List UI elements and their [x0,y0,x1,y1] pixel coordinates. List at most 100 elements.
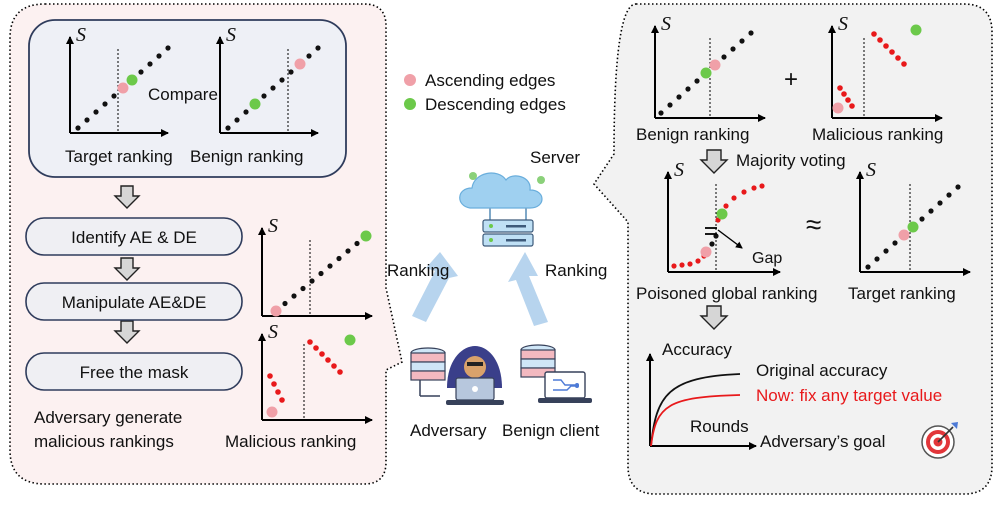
adversary-icon [410,346,504,405]
s-axis-symbol: S [76,24,86,46]
ranking-dot [84,117,90,123]
ranking-dot [275,389,281,395]
ranking-dot [306,53,312,59]
ranking-dot [721,54,727,60]
adversary-caption-line2: malicious rankings [34,432,174,451]
ranking-dot [318,270,324,277]
right-panel [592,3,993,495]
s-axis-symbol: S [268,321,278,343]
ranking-dot [138,69,144,75]
ranking-dot [279,397,285,403]
free-mask-step-box [25,352,243,391]
poisoned-global-ranking-plot: S [664,159,781,276]
ranking-dot [748,30,754,36]
ascending-edge-dot [898,229,910,241]
descending-legend-dot [404,98,416,110]
ranking-dot [225,125,231,131]
benign-client-label: Benign client [502,421,600,440]
ranking-dot [345,248,351,254]
ranking-dot [883,248,889,254]
ranking-dot [288,69,294,75]
ranking-dot [243,109,249,115]
compare-label: Compare [148,85,218,104]
target-ranking-label-right: Target ranking [848,284,956,303]
descending-edge-dot [700,67,712,79]
ranking-dot [291,293,297,299]
ascending-edge-dot [832,102,844,114]
malicious-ranking-label-left: Malicious ranking [225,432,356,451]
s-axis-symbol: S [866,159,876,181]
malicious-ranking-plot-1: S [258,215,373,320]
ranking-dot [282,300,288,307]
ascending-edge-dot [700,246,712,258]
ascending-edge-dot [266,406,278,418]
ranking-dot [946,192,952,198]
ranking-dot [751,185,757,191]
free-mask-step-label: Free the mask [80,363,189,382]
down-arrow [113,185,141,209]
ranking-dot [325,357,331,363]
ranking-dot [319,351,325,357]
ranking-dot [730,46,736,52]
ranking-dot [676,94,682,100]
original-accuracy-label: Original accuracy [756,361,888,380]
ranking-dot [889,49,895,55]
ranking-dot [865,264,871,270]
ranking-dot [695,258,701,264]
s-axis-symbol: S [838,13,848,35]
descending-edge-dot [344,334,356,346]
descending-edge-dot [907,221,919,233]
malicious-ranking-label-right: Malicious ranking [812,125,943,144]
ascending-legend-dot [404,74,416,86]
approx-sign: ≈ [806,209,821,240]
ranking-dot [741,189,747,195]
ranking-dot [892,240,898,246]
ascending-legend-label: Ascending edges [425,71,555,90]
poisoned-global-ranking-label: Poisoned global ranking [636,284,817,303]
ranking-dot [156,53,162,59]
compare-box [28,19,347,178]
ranking-dot [234,117,240,123]
ranking-dot [313,345,319,351]
ranking-dot [919,216,925,222]
adversary-label: Adversary [410,421,487,440]
descending-edge-dot [716,208,728,220]
ranking-dot [93,109,99,115]
down-arrow [113,257,141,281]
benign-ranking-label-right: Benign ranking [636,125,749,144]
ranking-dot [336,255,342,262]
adversary-goal-label: Adversary’s goal [760,432,885,451]
down-arrow [699,305,729,330]
benign-ranking-label-left: Benign ranking [190,147,303,166]
ranking-dot [165,45,171,51]
ranking-dot [261,93,267,99]
ranking-dot [309,278,315,284]
target-ranking-plot: S [66,24,171,137]
ranking-dot [111,93,117,99]
ranking-dot [901,61,907,67]
descending-edge-dot [360,230,372,242]
ranking-dot [331,363,337,369]
s-axis-symbol: S [226,24,236,46]
benign-ranking-plot: S [216,24,321,137]
ranking-dot [759,183,765,189]
ascending-edge-dot [294,58,306,70]
descending-edge-dot [126,74,138,86]
plus-sign: + [784,66,798,93]
ranking-dot [845,97,851,103]
ranking-dot [658,110,664,116]
ranking-dot [837,85,843,91]
ranking-dot [883,43,889,49]
s-axis-symbol: S [674,159,684,181]
accuracy-plot [646,353,757,450]
malicious-ranking-plot-2: S [258,321,373,424]
down-arrow [699,149,729,174]
ranking-dot [307,339,313,345]
accuracy-axis-label: Accuracy [662,340,732,359]
ranking-label-right: Ranking [545,261,607,280]
ranking-dot [955,184,961,190]
ranking-dot [667,102,673,108]
ranking-dot [928,208,934,214]
